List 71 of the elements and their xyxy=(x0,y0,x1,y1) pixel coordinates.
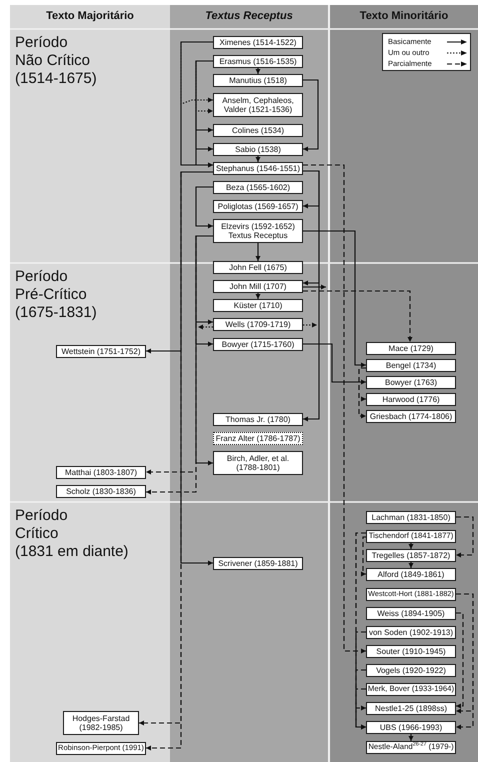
column-header: Texto Majoritário xyxy=(46,10,134,22)
connector-arrow xyxy=(256,156,260,162)
connector-arrow xyxy=(256,243,260,261)
edition-box: Manutius (1518) xyxy=(213,74,303,87)
connector-arrow xyxy=(456,612,464,708)
connector-arrow xyxy=(256,293,260,299)
edition-box: Erasmus (1516-1535) xyxy=(213,55,303,68)
connector-arrow xyxy=(355,669,366,730)
edition-box: John Fell (1675) xyxy=(213,261,303,274)
connector-arrow xyxy=(303,284,326,290)
connector-arrow xyxy=(180,41,213,105)
connector-arrow xyxy=(303,164,366,654)
edition-box: Küster (1710) xyxy=(213,299,303,312)
edition-box: Sabio (1538) xyxy=(213,143,303,156)
connector-arrow xyxy=(408,543,414,549)
edition-box: Bengel (1734) xyxy=(366,359,456,372)
edition-box: Lachman (1831-1850) xyxy=(366,511,456,524)
connector-arrow xyxy=(303,170,320,422)
edition-box: Vogels (1920-1922) xyxy=(366,664,456,677)
column-header: Textus Receptus xyxy=(205,10,293,22)
connector-arrow xyxy=(180,41,213,168)
edition-box: Mace (1729) xyxy=(366,342,456,355)
edition-box: Wells (1709-1719) xyxy=(213,318,303,331)
edition-box: Wettstein (1751-1752) xyxy=(56,345,146,358)
edition-box: Birch, Adler, et al. (1788-1801) xyxy=(213,451,303,475)
period-label: Período Pré-Crítico (1675-1831) xyxy=(15,268,97,322)
connector-arrow xyxy=(303,230,366,368)
edition-box: Beza (1565-1602) xyxy=(213,181,303,194)
edition-box: Harwood (1776) xyxy=(366,393,456,406)
edition-box: von Soden (1902-1913) xyxy=(366,626,456,639)
edition-box: Hodges-Farstad (1982-1985) xyxy=(63,711,139,735)
edition-box: Colines (1534) xyxy=(213,124,303,137)
connector-arrow xyxy=(303,79,319,152)
edition-box: Stephanus (1546-1551) xyxy=(213,162,303,175)
connector-arrow xyxy=(195,186,213,228)
connector-arrow xyxy=(195,60,213,114)
edition-box: Scholz (1830-1836) xyxy=(56,485,146,498)
connector-arrow xyxy=(180,171,213,566)
connector-arrow xyxy=(303,322,317,328)
edition-box: Tregelles (1857-1872) xyxy=(366,549,456,562)
edition-box: Anselm, Cephaleos, Valder (1521-1536) xyxy=(213,93,303,117)
edition-box: UBS (1966-1993) xyxy=(366,721,456,734)
edition-box: Elzevirs (1592-1652) Textus Receptus xyxy=(213,219,303,243)
connector-arrow xyxy=(355,688,366,730)
edition-box: Griesbach (1774-1806) xyxy=(366,410,456,423)
edition-box: Alford (1849-1861) xyxy=(366,568,456,581)
connector-arrow xyxy=(361,536,366,576)
edition-box: Poliglotas (1569-1657) xyxy=(213,200,303,213)
period-label: Período Não Crítico (1514-1675) xyxy=(15,34,97,88)
period-label: Período Crítico (1831 em diante) xyxy=(15,507,128,561)
column-header: Texto Minoritário xyxy=(360,10,448,22)
edition-box: Franz Alter (1786-1787) xyxy=(213,432,303,445)
connector-arrow xyxy=(303,343,366,384)
connector-arrow xyxy=(456,516,474,558)
edition-box: Weiss (1894-1905) xyxy=(366,607,456,620)
connector-arrow xyxy=(195,235,213,466)
edition-box: Matthai (1803-1807) xyxy=(56,466,146,479)
connector-arrow xyxy=(358,367,366,418)
connector-arrow xyxy=(408,562,414,568)
connector-arrow xyxy=(256,68,260,74)
edition-box: Thomas Jr. (1780) xyxy=(213,413,303,426)
edition-box: Souter (1910-1945) xyxy=(366,645,456,658)
edition-box: Ximenes (1514-1522) xyxy=(213,36,303,49)
connector-arrow xyxy=(198,324,213,330)
edition-box: Scrivener (1859-1881) xyxy=(213,557,303,570)
edition-box: Bowyer (1715-1760) xyxy=(213,338,303,351)
connector-arrow xyxy=(408,734,414,741)
edition-box: John Mill (1707) xyxy=(213,280,303,293)
connector-arrow xyxy=(303,290,412,342)
edition-box: Bowyer (1763) xyxy=(366,376,456,389)
edition-box: Nestle1-25 (1898ss) xyxy=(366,702,456,715)
